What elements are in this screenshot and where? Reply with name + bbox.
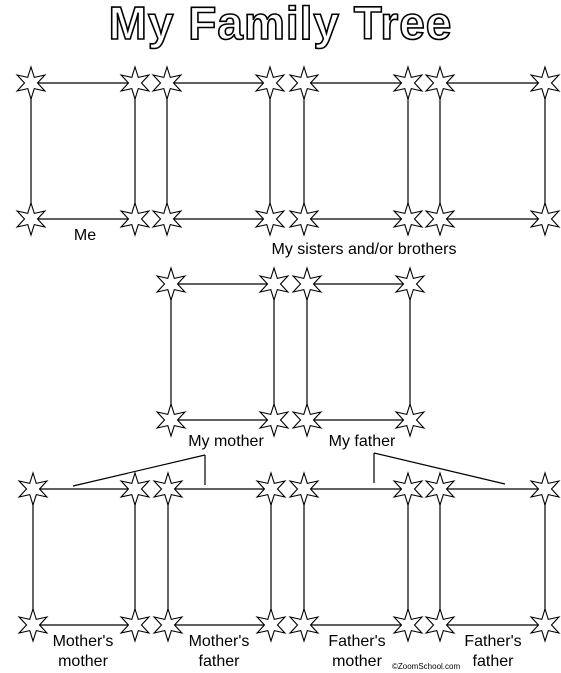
label-me: Me [73, 227, 97, 244]
label-fathers-mother-line2: mother [332, 653, 382, 670]
star-icon [258, 266, 290, 302]
label-siblings: My sisters and/or brothers [271, 241, 457, 258]
star-icon [15, 65, 47, 101]
star-icon [529, 65, 561, 101]
star-icon [424, 65, 456, 101]
star-icon [394, 266, 426, 302]
star-icon [17, 607, 49, 643]
star-icon [392, 65, 424, 101]
star-icon [155, 266, 187, 302]
star-icon [119, 201, 151, 237]
connector-father-slant [373, 452, 506, 485]
star-icon [288, 201, 320, 237]
star-icon [392, 201, 424, 237]
label-mothers-mother-line1: Mother's [52, 633, 114, 650]
star-icon [424, 201, 456, 237]
star-icon [119, 607, 151, 643]
star-icon [254, 65, 286, 101]
star-icon [392, 471, 424, 507]
star-icon [255, 471, 287, 507]
star-icon [529, 201, 561, 237]
star-icon [254, 201, 286, 237]
label-my-father: My father [328, 433, 396, 450]
star-icon [288, 65, 320, 101]
star-icon [151, 65, 183, 101]
label-fathers-father-line2: father [472, 653, 514, 670]
label-fathers-mother: Father's mother [312, 632, 402, 672]
label-fathers-father-line1: Father's [464, 633, 522, 650]
star-icon [288, 471, 320, 507]
label-mothers-father: Mother's father [174, 632, 264, 672]
star-icon [119, 471, 151, 507]
star-icon [291, 266, 323, 302]
label-my-mother: My mother [188, 433, 264, 450]
star-icon [15, 201, 47, 237]
star-icon [291, 402, 323, 438]
label-fathers-mother-line1: Father's [328, 633, 386, 650]
label-mothers-father-line2: father [198, 653, 240, 670]
star-icon [394, 402, 426, 438]
star-icon [529, 471, 561, 507]
label-mothers-mother: Mother's mother [38, 632, 128, 672]
star-icon [424, 471, 456, 507]
copyright-text: ©ZoomSchool.com [392, 662, 461, 671]
star-icon [17, 471, 49, 507]
star-icon [392, 607, 424, 643]
star-icon [288, 607, 320, 643]
label-fathers-father: Father's father [448, 632, 538, 672]
star-icon [529, 607, 561, 643]
star-icon [255, 607, 287, 643]
star-icon [424, 607, 456, 643]
star-icon [151, 201, 183, 237]
star-icon [155, 402, 187, 438]
label-mothers-mother-line2: mother [58, 653, 108, 670]
star-icon [152, 607, 184, 643]
label-mothers-father-line1: Mother's [188, 633, 250, 650]
star-icon [152, 471, 184, 507]
connector-mother-slant [72, 454, 206, 487]
star-icon [119, 65, 151, 101]
star-icon [258, 402, 290, 438]
page-title: My Family Tree [108, 0, 453, 50]
